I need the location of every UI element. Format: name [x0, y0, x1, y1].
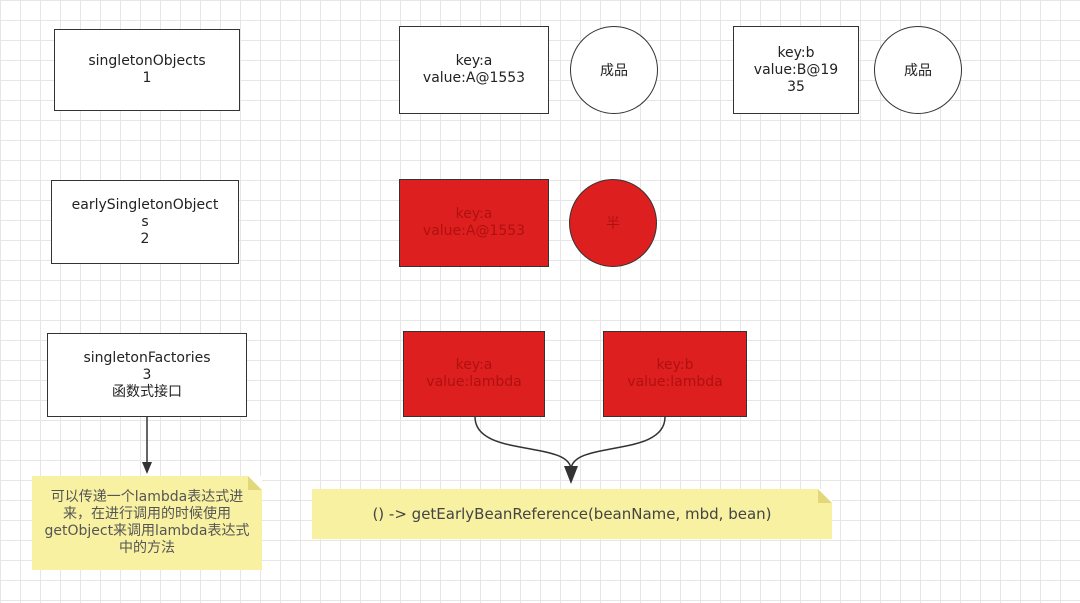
entry-a-to-lambda-curve [474, 416, 572, 471]
lambda-expression-text: () -> getEarlyBeanReference(beanName, mb… [372, 504, 772, 523]
lambda-explanation-note: 可以传递一个lambda表达式进来，在进行调用的时候使用getObject来调用… [32, 476, 262, 570]
factories-to-note-arrowhead [142, 462, 152, 474]
factory-entry-b-label: key:b value:lambda [627, 357, 723, 390]
singleton-factories-box: singletonFactories 3 函数式接口 [47, 333, 247, 417]
early-entry-a-half-circle: 半 [569, 179, 657, 267]
early-singleton-objects-box: earlySingletonObject s 2 [51, 180, 239, 264]
singleton-factories-entry-a: key:a value:lambda [403, 331, 545, 417]
early-entry-a-label: key:a value:A@1553 [422, 206, 526, 239]
early-singleton-objects-entry-a: key:a value:A@1553 [399, 179, 549, 267]
entry-b-to-lambda-curve [570, 416, 666, 471]
singleton-factories-entry-b: key:b value:lambda [603, 331, 747, 417]
singleton-objects-entry-b: key:b value:B@19 35 [733, 26, 859, 114]
entry-b-label: key:b value:B@19 35 [753, 44, 839, 95]
entry-a-finished-label: 成品 [600, 63, 628, 79]
entry-b-finished-circle: 成品 [874, 26, 962, 114]
early-singleton-objects-label: earlySingletonObject s 2 [71, 196, 219, 247]
lambda-explanation-text: 可以传递一个lambda表达式进来，在进行调用的时候使用getObject来调用… [44, 489, 250, 556]
singleton-factories-label: singletonFactories 3 函数式接口 [83, 349, 211, 400]
entry-b-finished-label: 成品 [904, 63, 932, 79]
singleton-objects-entry-a: key:a value:A@1553 [399, 26, 549, 114]
entry-a-finished-circle: 成品 [570, 26, 658, 114]
early-entry-a-half-label: 半 [606, 216, 620, 232]
entry-a-label: key:a value:A@1553 [422, 53, 526, 86]
singleton-objects-box: singletonObjects 1 [54, 29, 240, 111]
singleton-objects-label: singletonObjects 1 [88, 53, 206, 86]
lambda-expression-note: () -> getEarlyBeanReference(beanName, mb… [312, 489, 832, 539]
lambda-arrowhead [564, 466, 578, 484]
factory-entry-a-label: key:a value:lambda [426, 357, 522, 390]
